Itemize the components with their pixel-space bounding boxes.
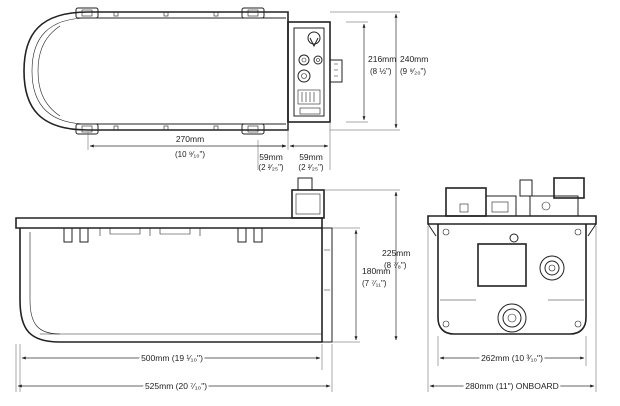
label-225mm: 225mm	[382, 248, 410, 258]
label-225mm-inch: (8 ⁷⁄₈")	[384, 261, 407, 270]
label-500mm: 500mm (19 ¹⁄₁₀")	[141, 353, 203, 363]
top-view	[23, 7, 343, 135]
label-240mm: 240mm	[400, 54, 428, 64]
top-view-dimensions	[87, 11, 400, 170]
side-view	[15, 177, 333, 343]
label-59mm-a-inch: (2 ²⁄₂₅")	[258, 163, 284, 172]
label-262mm: 262mm (10 ³⁄₁₀")	[481, 353, 543, 363]
label-270mm: 270mm	[176, 134, 204, 144]
label-180mm-inch: (7 ⁷⁄₁₁")	[362, 279, 387, 288]
label-59mm-a: 59mm	[259, 152, 283, 162]
side-view-dimensions	[15, 189, 400, 392]
label-180mm: 180mm	[362, 266, 390, 276]
label-216mm-inch: (8 ½")	[370, 67, 392, 76]
label-280mm: 280mm (11") ONBOARD	[465, 381, 559, 391]
label-240mm-inch: (9 ⁹⁄₂₀")	[400, 67, 426, 76]
end-view-dimensions	[427, 226, 597, 392]
label-59mm-b: 59mm	[299, 152, 323, 162]
end-view	[427, 177, 597, 335]
label-216mm: 216mm	[368, 54, 396, 64]
label-59mm-b-inch: (2 ²⁄₂₅")	[298, 163, 324, 172]
label-525mm: 525mm (20 ⁷⁄₁₀")	[145, 381, 207, 391]
label-270mm-inch: (10 ⁹⁄₁₀")	[175, 150, 205, 159]
